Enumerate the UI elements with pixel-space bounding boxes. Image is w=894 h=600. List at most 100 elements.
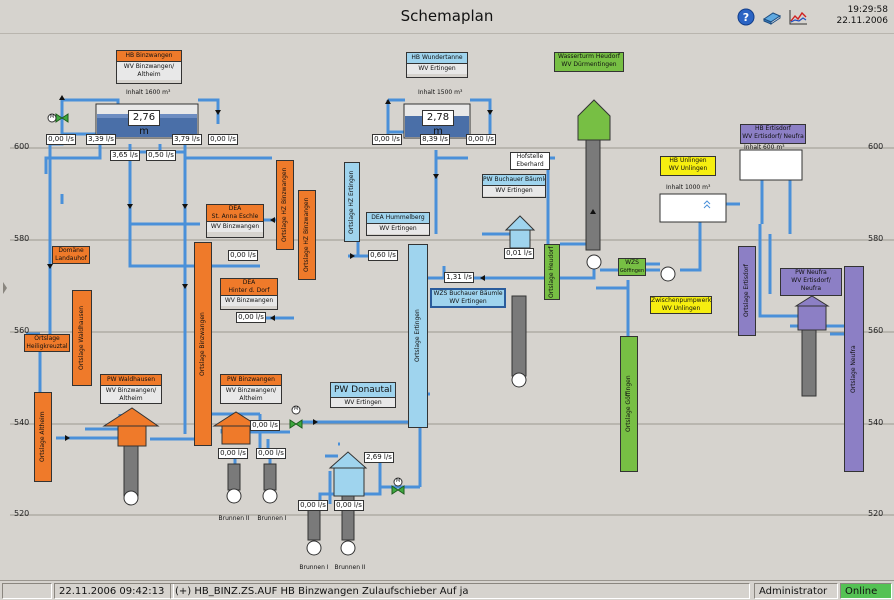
well-label-donautal-2: Brunnen II (334, 564, 366, 571)
pw-neufra-box[interactable]: PW Neufra WV Ertisdorf/ Neufra (780, 268, 842, 296)
status-blank (2, 583, 52, 599)
flow-binzwangen-379: 3,79 l/s (172, 134, 202, 145)
flow-binzwangen-c: 0,00 l/s (256, 448, 286, 459)
hb-binzwangen-sub: WV Binzwangen/ Altheim (117, 62, 181, 80)
trend-chart-icon[interactable] (788, 8, 808, 26)
bar-ortslage-neufra[interactable]: Ortslage Neufra (844, 266, 864, 472)
valves (55, 113, 405, 495)
hb-binzwangen-title: HB Binzwangen (117, 51, 181, 62)
dea-eschle-box[interactable]: DEA St. Anna Eschle WV Binzwangen (206, 204, 264, 238)
dea-eschle-title2: St. Anna Eschle (211, 213, 259, 220)
hb-wundertanne-box[interactable]: HB Wundertanne WV Ertingen (406, 52, 468, 78)
pw-buchauer-box[interactable]: PW Buchauer Bäumle WV Ertingen (482, 174, 546, 198)
zwischenpumpwerk-box[interactable]: Zwischenpumpwerk WV Unlingen (650, 296, 712, 314)
hb-unlingen-sub: WV Unlingen (668, 165, 708, 172)
flow-main-131: 1,31 l/s (444, 272, 474, 283)
elevation-label-520-right: 520 (868, 509, 884, 518)
ertisdorf-capacity: Inhalt 600 m³ (744, 144, 785, 151)
clock-date: 22.11.2006 (836, 16, 888, 26)
elevation-label-580: 580 (14, 234, 30, 243)
book-icon[interactable] (762, 8, 782, 26)
wasserturm-heudorf-box[interactable]: Wasserturm Heudorf WV Dürmentingen (554, 52, 624, 72)
status-bar: 22.11.2006 09:42:13 (+) HB_BINZ.ZS.AUF H… (0, 580, 894, 600)
pumphouse-buchauer (504, 215, 536, 388)
valve-motor-label-3: M (396, 478, 401, 484)
tank-ertisdorf (739, 149, 803, 181)
pw-donautal-box[interactable]: PW Donautal WV Ertingen (330, 382, 396, 408)
elevation-label-600-right: 600 (868, 142, 884, 151)
flow-dea-eschle: 0,00 l/s (228, 250, 258, 261)
wasserturm-heudorf-title: Wasserturm Heudorf (558, 53, 620, 60)
pw-waldhausen-box[interactable]: PW Waldhausen WV Binzwangen/ Altheim (100, 374, 162, 404)
zwischenpumpwerk-title: Zwischenpumpwerk (651, 297, 712, 304)
pump-symbols (586, 254, 676, 282)
wzs-buchauer-box[interactable]: WZS Buchauer Bäumle WV Ertingen (430, 288, 506, 308)
bar-ortslage-altheim[interactable]: Ortslage Altheim (34, 392, 52, 482)
dea-eschle-sub: WV Binzwangen (207, 222, 263, 232)
pumphouse-neufra (794, 295, 830, 397)
hb-ertisdorf-sub: WV Ertisdorf/ Neufra (742, 133, 804, 140)
dea-hinterdorf-box[interactable]: DEA Hinter d. Dorf WV Binzwangen (220, 278, 278, 310)
flow-wundertanne-right: 0,00 l/s (466, 134, 496, 145)
valve-motor-label-1: M (50, 114, 55, 120)
status-user[interactable]: Administrator (754, 583, 838, 599)
flow-donautal-b: 0,00 l/s (334, 500, 364, 511)
flow-buchauer: 0,01 l/s (504, 248, 534, 259)
ortslage-heiligkreuztal-box[interactable]: Ortslage Heiligkreuztal (24, 334, 70, 352)
pumphouse-waldhausen (102, 407, 160, 506)
bar-ortslage-ertisdorf[interactable]: Ortslage Ertisdorf (738, 246, 756, 336)
dea-hinterdorf-title: DEA (242, 279, 256, 286)
hofstelle-box[interactable]: Hofstelle Eberhard (510, 152, 550, 170)
hb-binzwangen-box[interactable]: HB Binzwangen WV Binzwangen/ Altheim (116, 50, 182, 84)
binzwangen-level: 2,76 m (128, 110, 160, 137)
hb-ertisdorf-title: HB Ertisdorf (755, 125, 791, 132)
ortslage-heiligkreuztal-title2: Heiligkreuztal (26, 343, 68, 350)
svg-text:?: ? (743, 11, 749, 24)
binzwangen-capacity: Inhalt 1600 m³ (126, 89, 171, 96)
status-message[interactable]: (+) HB_BINZ.ZS.AUF HB Binzwangen Zulaufs… (170, 583, 750, 599)
well-label-binzwangen-2: Brunnen II (218, 515, 250, 522)
flow-binzwangen-right: 0,00 l/s (208, 134, 238, 145)
hb-unlingen-title: HB Unlingen (669, 157, 707, 164)
domaene-box[interactable]: Domäne Landauhof (52, 246, 90, 264)
bar-ortslage-waldhausen[interactable]: Ortslage Waldhausen (72, 290, 92, 386)
bar-ortslage-binzwangen[interactable]: Ortslage Binzwangen (194, 242, 212, 446)
clock-time: 19:29:58 (847, 5, 888, 15)
pw-binzwangen-box[interactable]: PW Binzwangen WV Binzwangen/ Altheim (220, 374, 282, 404)
pw-waldhausen-sub: WV Binzwangen/ Altheim (101, 386, 161, 403)
wzs-goeffingen-box[interactable]: WZS Göffingen (618, 258, 646, 276)
bar-ortslage-heudorf[interactable]: Ortslage Heudorf (544, 244, 560, 300)
elevation-label-560-right: 560 (868, 326, 884, 335)
status-datetime: 22.11.2006 09:42:13 (54, 583, 174, 599)
bar-hz-ertingen[interactable]: Ortslage HZ Ertingen (344, 162, 360, 242)
flow-binzwangen-left: 0,00 l/s (46, 134, 76, 145)
hb-wundertanne-title: HB Wundertanne (407, 53, 467, 64)
help-icon[interactable]: ? (736, 8, 756, 26)
bar-ortslage-ertingen[interactable]: Ortslage Ertingen (408, 244, 428, 428)
pw-neufra-title: PW Neufra (795, 269, 827, 276)
elevation-label-540-right: 540 (868, 418, 884, 427)
hofstelle-title2: Eberhard (516, 161, 544, 168)
wzs-buchauer-sub: WV Ertingen (449, 298, 487, 305)
bar-hz-binzwangen-1[interactable]: Ortslage HZ Binzwangen (276, 160, 294, 250)
bar-hz-binzwangen-2[interactable]: Ortslage HZ Binzwangen (298, 190, 316, 280)
well-label-donautal-1: Brunnen I (299, 564, 329, 571)
page-title: Schemaplan (400, 7, 494, 25)
flow-binzwangen-050: 0,50 l/s (146, 150, 176, 161)
dea-hummelberg-sub: WV Ertingen (367, 224, 429, 234)
zwischenpumpwerk-sub: WV Unlingen (661, 305, 701, 312)
hb-unlingen-box[interactable]: HB Unlingen WV Unlingen (660, 156, 716, 176)
valve-motor-label-2: M (294, 406, 299, 412)
hofstelle-title: Hofstelle (516, 153, 544, 160)
pw-neufra-sub: WV Ertisdorf/ Neufra (791, 277, 831, 292)
domaene-title2: Landauhof (55, 255, 87, 262)
hb-ertisdorf-box[interactable]: HB Ertisdorf WV Ertisdorf/ Neufra (740, 124, 806, 144)
header-bar: Schemaplan ? 19:29:58 22.11.2006 (0, 0, 894, 34)
bar-ortslage-goeffingen[interactable]: Ortslage Göffingen (620, 336, 638, 472)
flow-arrows (47, 95, 596, 441)
elevation-label-540: 540 (14, 418, 30, 427)
dea-hummelberg-box[interactable]: DEA Hummelberg WV Ertingen (366, 212, 430, 236)
pw-waldhausen-title: PW Waldhausen (101, 375, 161, 386)
elevation-label-520: 520 (14, 509, 30, 518)
